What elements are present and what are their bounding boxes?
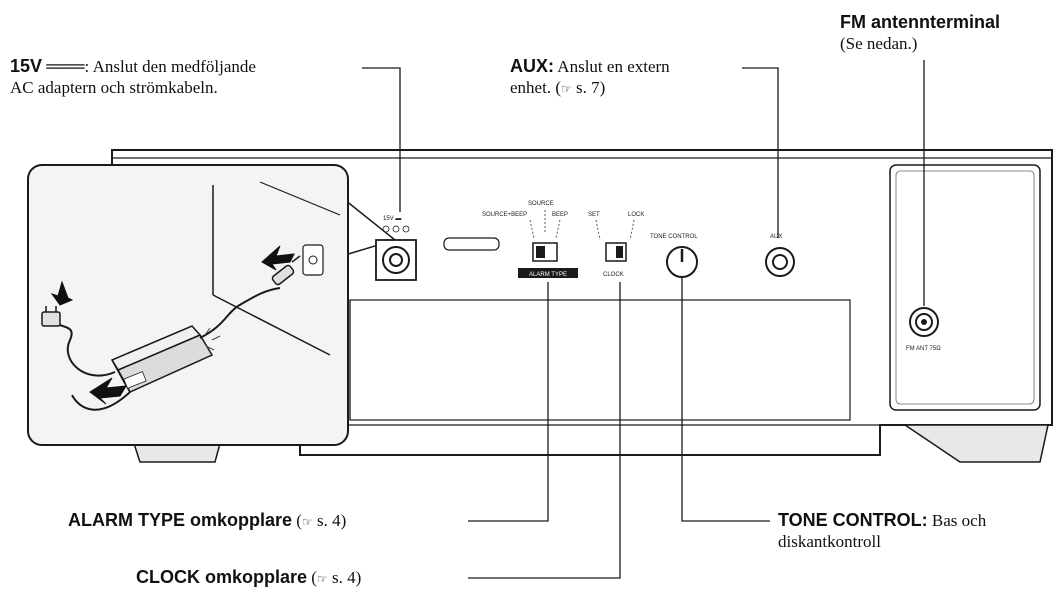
inset-zoom-panel xyxy=(27,164,397,446)
clock-term: CLOCK omkopplare xyxy=(136,567,308,587)
set-label: SET xyxy=(588,212,600,218)
fm-ant-label: FM ANT 75Ω xyxy=(906,346,941,352)
arrow-icons xyxy=(50,245,295,405)
alarm-callout: ALARM TYPE omkopplare (☞ s. 4) xyxy=(68,510,346,533)
fm-antenna-terminal[interactable] xyxy=(909,307,939,337)
clock-post: s. 4) xyxy=(327,568,362,587)
strain-marks xyxy=(204,327,221,351)
dc-in-jack[interactable] xyxy=(375,239,417,281)
alarm-type-bracket-marks xyxy=(529,210,561,239)
beep-label: BEEP xyxy=(552,212,568,218)
power-callout: 15V ═══: Anslut den medföljande AC adapt… xyxy=(10,56,256,98)
alarm-type-label: ALARM TYPE xyxy=(529,272,567,278)
model-badge xyxy=(443,237,500,251)
power-text-line2: AC adaptern och strömkabeln. xyxy=(10,78,218,97)
ac-adapter-icon xyxy=(110,325,214,393)
tone-control-panel-label: TONE CONTROL xyxy=(650,234,698,240)
page-ref-icon: ☞ xyxy=(301,515,313,529)
aux-text-line2-pre: enhet. ( xyxy=(510,78,561,97)
source-beep-label: SOURCE+BEEP xyxy=(482,212,527,218)
alarm-pre: ( xyxy=(292,511,302,530)
power-term: 15V xyxy=(10,56,43,76)
lock-label: LOCK xyxy=(628,212,644,218)
alarm-type-switch[interactable] xyxy=(532,242,558,262)
mains-plug-icon xyxy=(41,306,61,327)
page-ref-icon: ☞ xyxy=(316,572,328,586)
fm-antenna-compartment xyxy=(889,164,1041,411)
tone-term: TONE CONTROL: xyxy=(778,510,928,530)
tone-text-line1: Bas och xyxy=(927,511,987,530)
aux-jack[interactable] xyxy=(765,247,795,277)
clock-bracket-marks xyxy=(595,219,635,241)
leader-lines xyxy=(362,60,925,579)
aux-callout: AUX: Anslut en extern enhet. (☞ s. 7) xyxy=(510,56,670,100)
alarm-term: ALARM TYPE omkopplare xyxy=(68,510,293,530)
clock-pre: ( xyxy=(307,568,317,587)
tone-callout: TONE CONTROL: Bas och diskantkontroll xyxy=(778,510,986,552)
tone-control-knob[interactable] xyxy=(666,246,698,278)
dc-polarity-icon xyxy=(382,225,410,233)
tone-text-line2: diskantkontroll xyxy=(778,532,881,551)
aux-panel-label: AUX xyxy=(770,234,782,240)
clock-panel-label: CLOCK xyxy=(603,272,624,278)
dc-plug-icon xyxy=(271,255,301,286)
fm-callout: FM antennterminal (Se nedan.) xyxy=(840,12,1000,54)
source-label: SOURCE xyxy=(528,201,554,207)
alarm-type-tag xyxy=(518,268,578,278)
alarm-post: s. 4) xyxy=(312,511,347,530)
aux-text-line1: Anslut en extern xyxy=(554,57,670,76)
power-text-line1: : Anslut den medföljande xyxy=(84,57,256,76)
fm-term: FM antennterminal xyxy=(840,12,1001,32)
clock-switch[interactable] xyxy=(605,242,627,262)
aux-term: AUX: xyxy=(510,56,554,76)
fm-text-line2: (Se nedan.) xyxy=(840,34,918,53)
dc-in-label: 15V ▬ xyxy=(383,216,401,222)
clock-callout: CLOCK omkopplare (☞ s. 4) xyxy=(136,567,361,590)
aux-text-line2-post: s. 7) xyxy=(571,78,606,97)
dc-symbol-icon: ═══ xyxy=(46,56,85,76)
page-ref-icon: ☞ xyxy=(560,82,572,96)
